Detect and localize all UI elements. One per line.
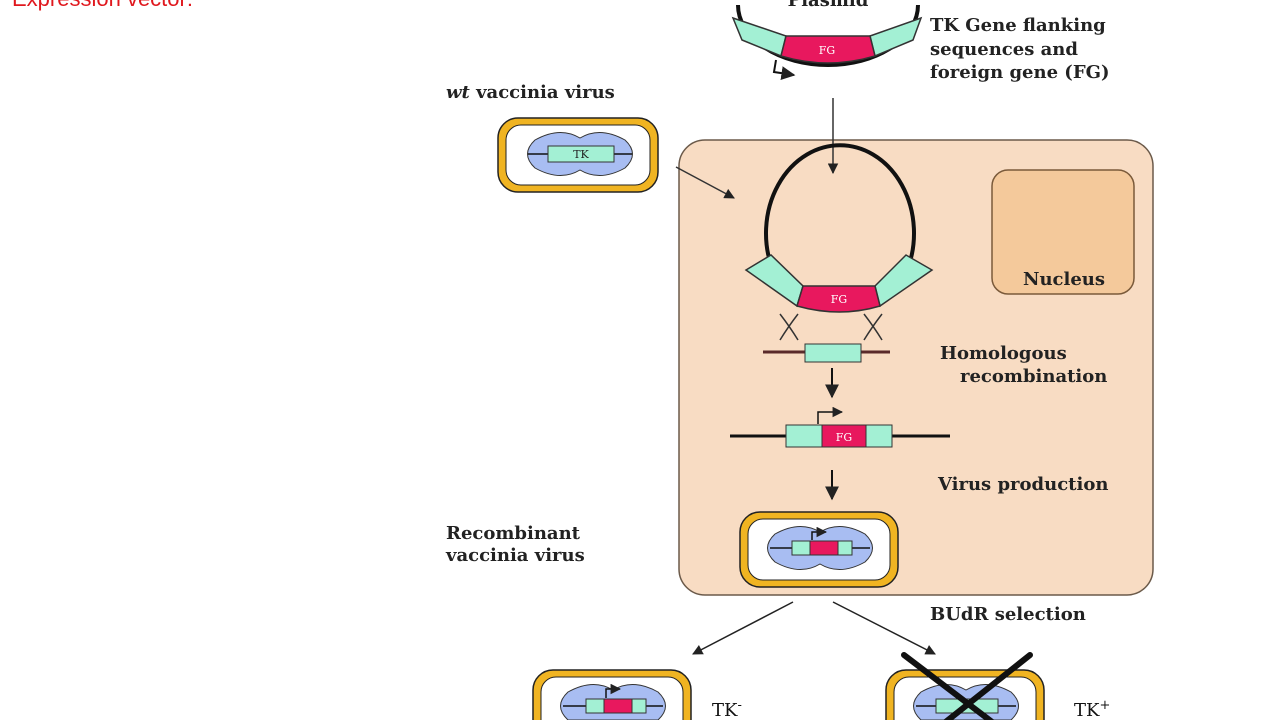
arrow-to-tk-minus [692, 601, 794, 655]
tk-gene-block [547, 145, 615, 163]
plasmid-label: Plasmid [788, 0, 869, 11]
budr-selection-label: BUdR selection [930, 604, 1086, 625]
cell-plasmid: FG [744, 143, 934, 313]
tk-plus-label: TK+ [1074, 698, 1110, 720]
flanking-label-line2: sequences and [930, 39, 1078, 60]
cell-plasmid-fg-segment [796, 285, 881, 313]
flanking-label-line1: TK Gene flanking [930, 15, 1106, 36]
cell-plasmid-fg-label: FG [831, 293, 847, 306]
nucleus-label: Nucleus [1023, 269, 1105, 290]
plasmid-fg-segment [780, 35, 876, 64]
crossover-marks [779, 313, 883, 341]
tk-minus-virus [532, 669, 692, 720]
top-plasmid: FG Plasmid [731, 0, 923, 81]
plasmid-fg-label: FG [819, 44, 835, 57]
arrow-virus-to-cell [675, 166, 735, 199]
homologous-line1: Homologous [940, 343, 1067, 364]
wt-virus-label: wt vaccinia virus [446, 82, 615, 103]
wt-vaccinia-virus: TK [497, 117, 659, 193]
plasmid-flank-left [731, 16, 787, 58]
tk-plus-virus [885, 669, 1045, 720]
viral-dna-tk [763, 343, 890, 363]
recombinant-line2: vaccinia virus [445, 545, 585, 566]
recombinant-virus [739, 511, 899, 588]
crossed-out-mark [901, 652, 1033, 720]
tk-minus-label: TK- [712, 698, 742, 720]
plasmid-flank-right [869, 16, 923, 58]
homologous-line2: recombination [960, 366, 1107, 387]
promoter-arrow [772, 59, 796, 81]
slide-heading: Expression vector: [12, 0, 193, 12]
nucleus: Nucleus [991, 169, 1135, 295]
recombinant-line1: Recombinant [446, 523, 581, 544]
tk-gene-label: TK [573, 148, 589, 161]
flanking-label-line3: foreign gene (FG) [930, 62, 1110, 83]
arrow-to-tk-plus [832, 601, 936, 655]
virus-production-label: Virus production [937, 474, 1108, 495]
recombined-fg-label: FG [836, 431, 852, 444]
recombined-dna: FG [730, 406, 950, 448]
